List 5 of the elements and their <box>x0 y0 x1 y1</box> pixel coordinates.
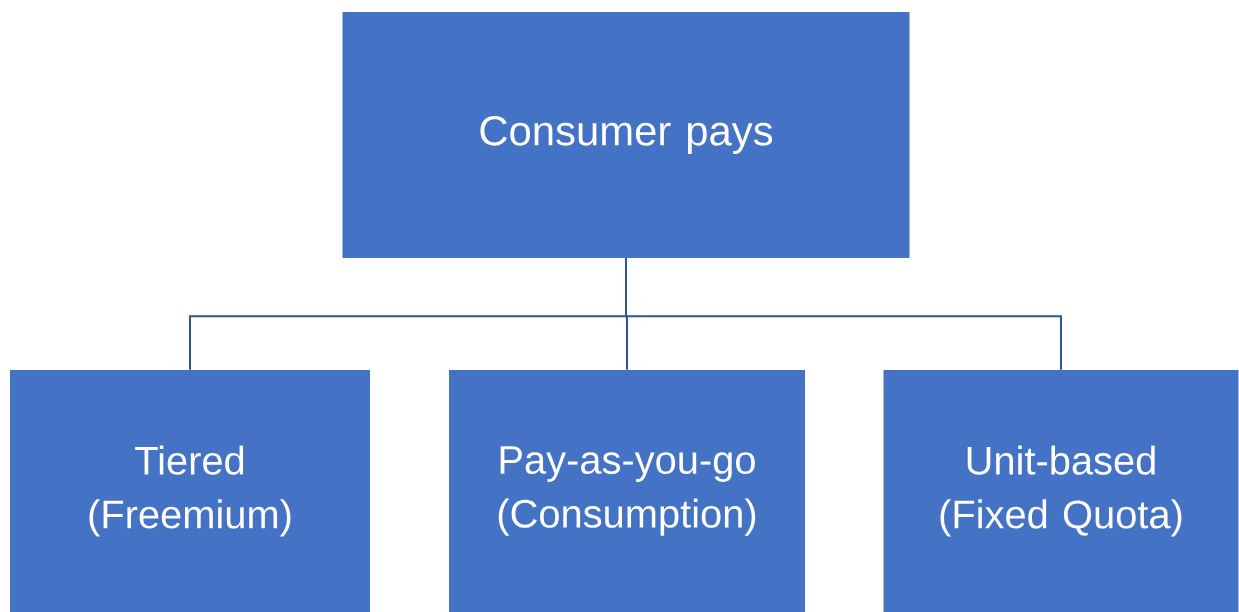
category-box: Tiered (Freemium) <box>10 370 370 612</box>
category-box: Unit-based (Fixed Quota) <box>883 370 1239 612</box>
category-box: Consumer pays <box>342 12 910 258</box>
connector-line <box>625 257 1062 371</box>
category-box: Pay-as-you-go (Consumption) <box>449 370 805 612</box>
